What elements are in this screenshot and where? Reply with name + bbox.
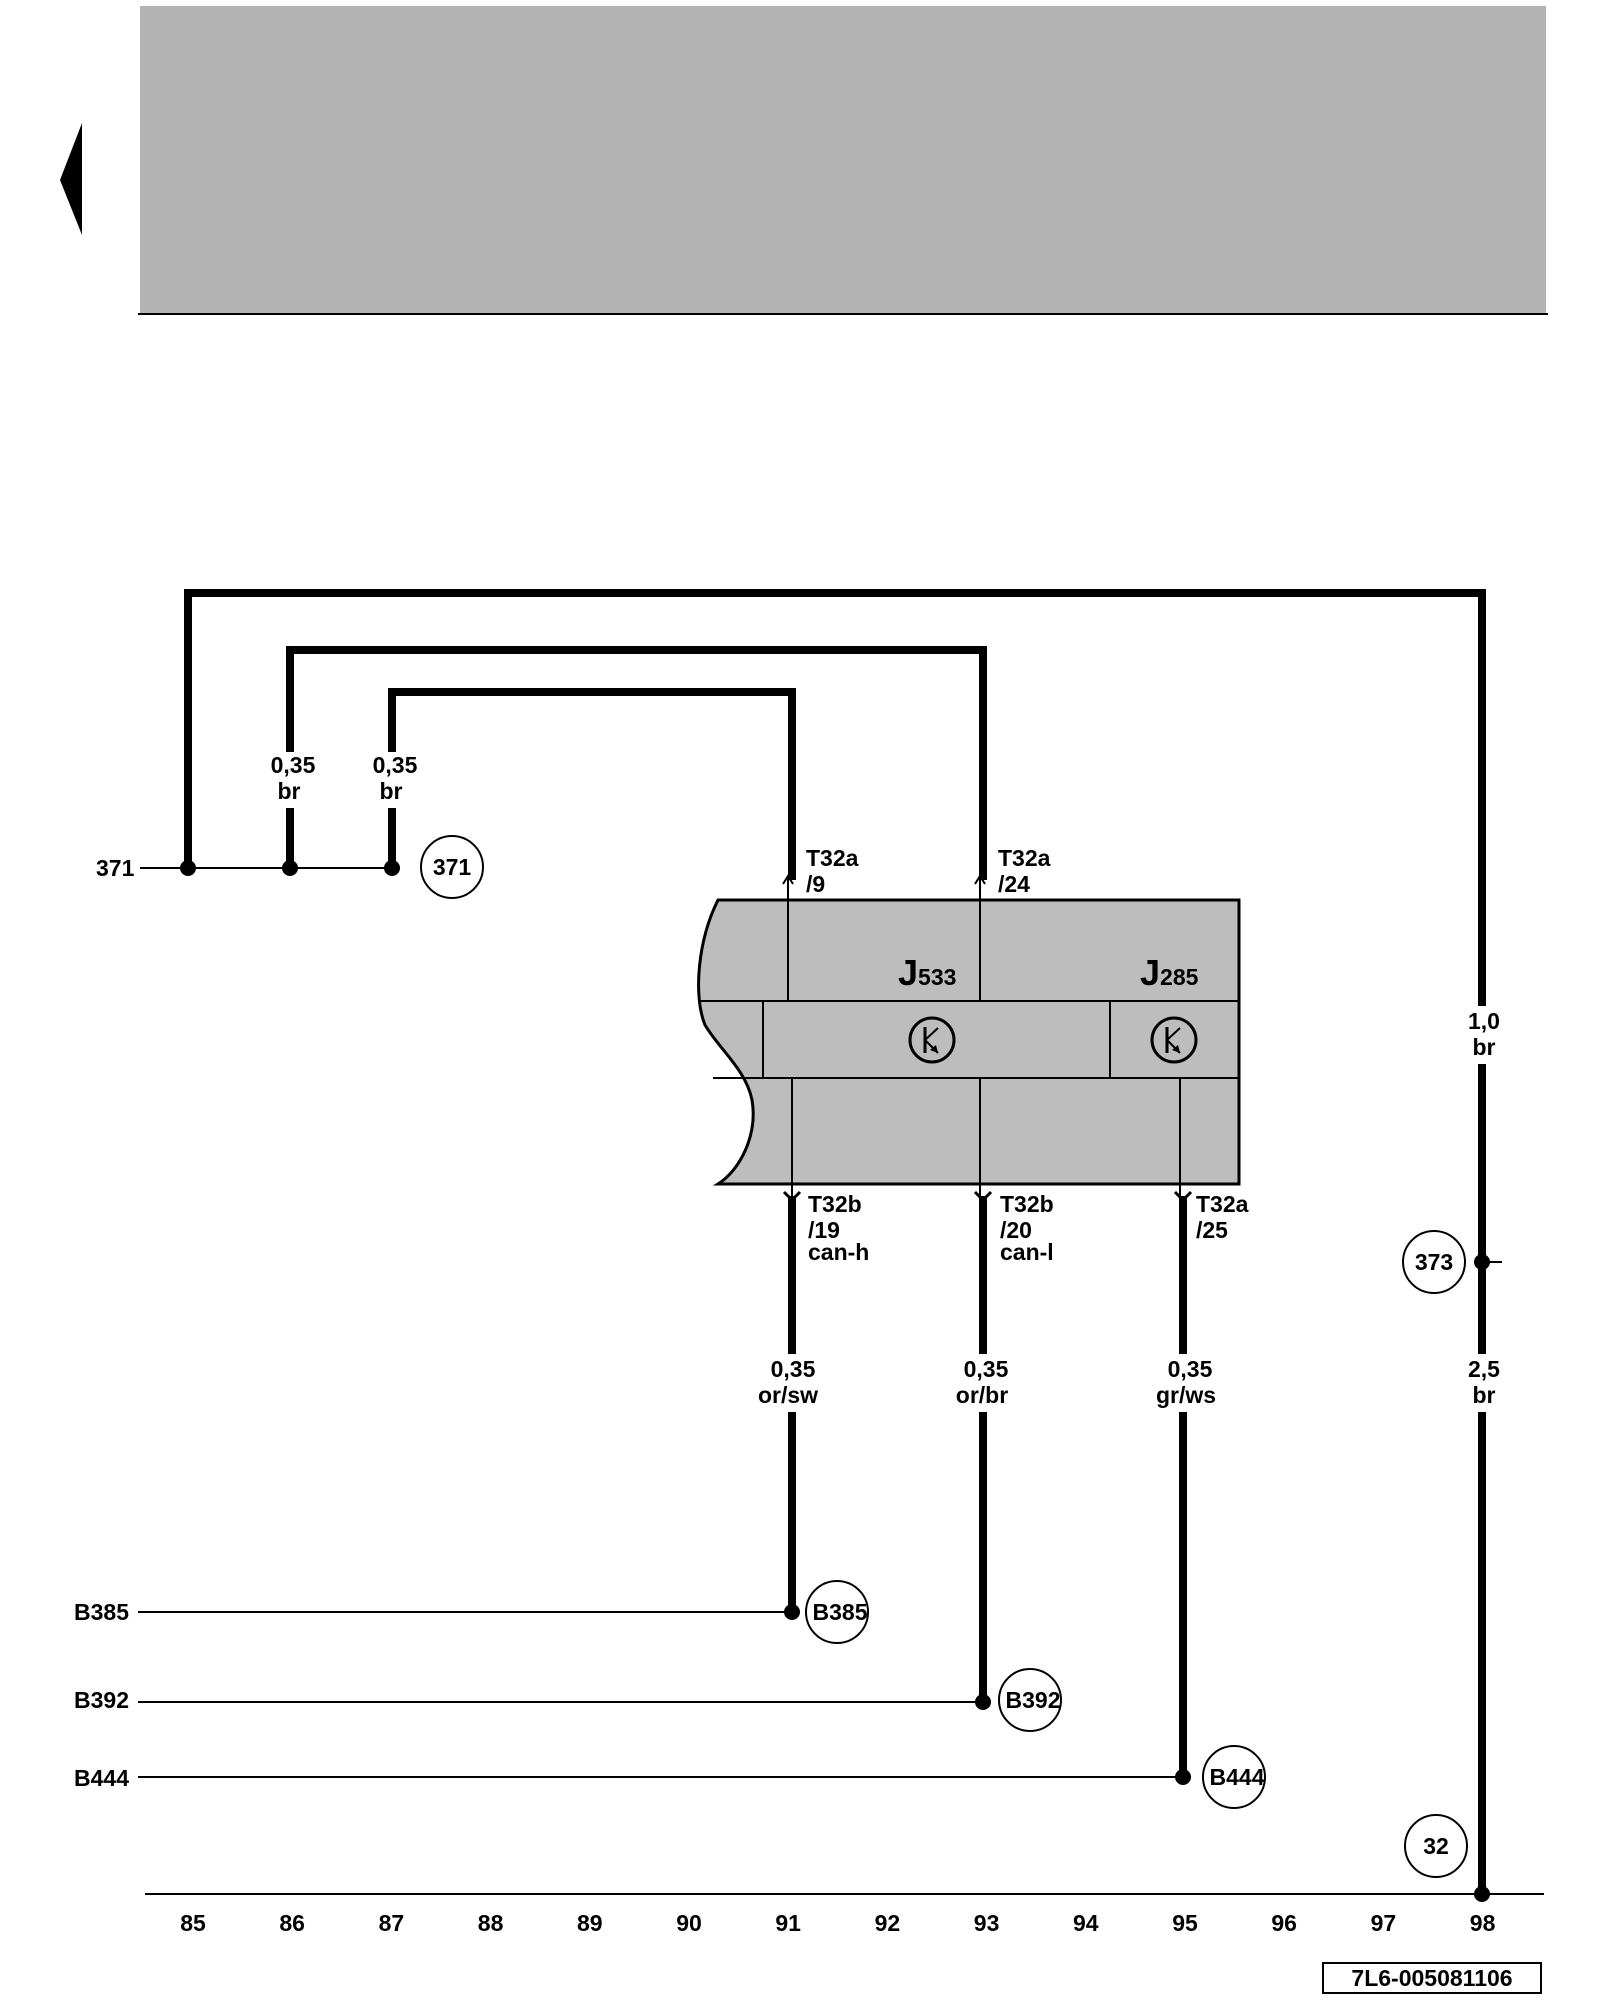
wire-size-93: 0,35: [964, 1356, 1009, 1382]
wire-color-98a: br: [1473, 1034, 1496, 1060]
pin-arrow-down-icon: [782, 1190, 802, 1203]
wire-size-98a: 1,0: [1468, 1008, 1500, 1034]
wire-size-91: 0,35: [771, 1356, 816, 1382]
pin-arrow-down-icon: [1173, 1190, 1193, 1203]
axis-label-94: 94: [1073, 1910, 1099, 1936]
junction-b385: [784, 1604, 800, 1620]
axis-label-92: 92: [875, 1910, 901, 1936]
axis-label-91: 91: [775, 1910, 801, 1936]
doc-code-box: [1322, 1962, 1542, 1994]
axis-label-85: 85: [180, 1910, 206, 1936]
ref-circle-b444[interactable]: [1202, 1745, 1266, 1809]
wire-label-98b: 2,5 br: [1458, 1354, 1508, 1412]
pin-label-t32a-25-l2: /25: [1196, 1217, 1228, 1243]
axis-label-97: 97: [1371, 1910, 1397, 1936]
pin-label-t32b-20-l2: /20: [1000, 1217, 1032, 1243]
pin-label-t32a-24-l1: T32a: [998, 845, 1051, 871]
ref-circle-373[interactable]: [1402, 1230, 1466, 1294]
transistor-icon: [908, 1016, 956, 1064]
grid-axis: 85 86 87 88 89 90 91 92 93 94 95 96 97 98: [180, 1910, 1495, 1936]
ref-circle-32[interactable]: [1404, 1814, 1468, 1878]
junction-b444: [1175, 1769, 1191, 1785]
pin-label-t32a-25-l1: T32a: [1196, 1191, 1249, 1217]
left-ref-b444: B444: [74, 1765, 129, 1791]
wire-color-86: br: [278, 778, 301, 804]
junction-373: [1474, 1254, 1490, 1270]
wire-color-87: br: [380, 778, 403, 804]
pin-arrow-up-icon: [974, 874, 986, 885]
component-j533: J533: [898, 952, 956, 993]
axis-label-98: 98: [1470, 1910, 1496, 1936]
ref-circle-32-label: 32: [1423, 1833, 1449, 1859]
wire-color-95: gr/ws: [1156, 1382, 1216, 1408]
wire-color-93: or/br: [956, 1382, 1008, 1408]
axis-label-93: 93: [974, 1910, 1000, 1936]
wire-size-87: 0,35: [373, 752, 418, 778]
pin-label-t32a-24-l2: /24: [998, 871, 1030, 897]
ref-circle-b392-label: B392: [1006, 1687, 1061, 1713]
left-triangle-icon[interactable]: [60, 123, 82, 235]
pin-arrow-down-icon: [973, 1190, 993, 1203]
pin-label-t32b-19-l3: can-h: [808, 1239, 869, 1265]
ref-circle-b392[interactable]: [998, 1668, 1062, 1732]
ref-circle-b385[interactable]: [805, 1580, 869, 1644]
left-ref-b385: B385: [74, 1599, 129, 1625]
wire-label-86: 0,35 br: [262, 752, 320, 808]
wire-label-98a: 1,0 br: [1458, 1006, 1508, 1064]
axis-label-89: 89: [577, 1910, 603, 1936]
wire-size-98b: 2,5: [1468, 1356, 1500, 1382]
pin-arrow-up-icon: [782, 874, 794, 885]
ref-circle-371[interactable]: [420, 835, 484, 899]
junction-87: [384, 860, 400, 876]
junction-86: [282, 860, 298, 876]
doc-code: 7L6-005081106: [1351, 1965, 1512, 1991]
junction-b392: [975, 1694, 991, 1710]
junction-85: [180, 860, 196, 876]
pin-label-t32b-20-l1: T32b: [1000, 1191, 1054, 1217]
pin-label-t32a-9-l1: T32a: [806, 845, 859, 871]
wire-color-98b: br: [1473, 1382, 1496, 1408]
ref-circle-373-label: 373: [1415, 1249, 1453, 1275]
axis-label-88: 88: [478, 1910, 504, 1936]
axis-label-86: 86: [279, 1910, 305, 1936]
wire-size-95: 0,35: [1168, 1356, 1213, 1382]
pin-label-t32b-20-l3: can-l: [1000, 1239, 1054, 1265]
left-ref-b392: B392: [74, 1687, 129, 1713]
wire-label-91: 0,35 or/sw: [752, 1354, 832, 1412]
axis-label-95: 95: [1172, 1910, 1198, 1936]
wire-label-95: 0,35 gr/ws: [1146, 1354, 1228, 1412]
wire-label-93: 0,35 or/br: [946, 1354, 1026, 1412]
axis-label-87: 87: [379, 1910, 405, 1936]
pin-label-t32b-19-l2: /19: [808, 1217, 840, 1243]
wire-color-91: or/sw: [758, 1382, 818, 1408]
transistor-icon: [1150, 1016, 1198, 1064]
axis-label-96: 96: [1271, 1910, 1297, 1936]
left-ref-371: 371: [96, 855, 135, 881]
ref-circle-b385-label: B385: [813, 1599, 868, 1625]
pin-label-t32a-9-l2: /9: [806, 871, 825, 897]
wire-size-86: 0,35: [271, 752, 316, 778]
component-j285: J285: [1140, 952, 1199, 993]
ref-circle-b444-label: B444: [1210, 1764, 1265, 1790]
header-band: [140, 6, 1546, 314]
control-unit-box: [697, 898, 1241, 1186]
wire-85-98-loop: [184, 589, 1486, 1894]
ref-circle-371-label: 371: [433, 854, 472, 880]
wire-label-87: 0,35 br: [364, 752, 422, 808]
axis-label-90: 90: [676, 1910, 702, 1936]
pin-label-t32b-19-l1: T32b: [808, 1191, 862, 1217]
